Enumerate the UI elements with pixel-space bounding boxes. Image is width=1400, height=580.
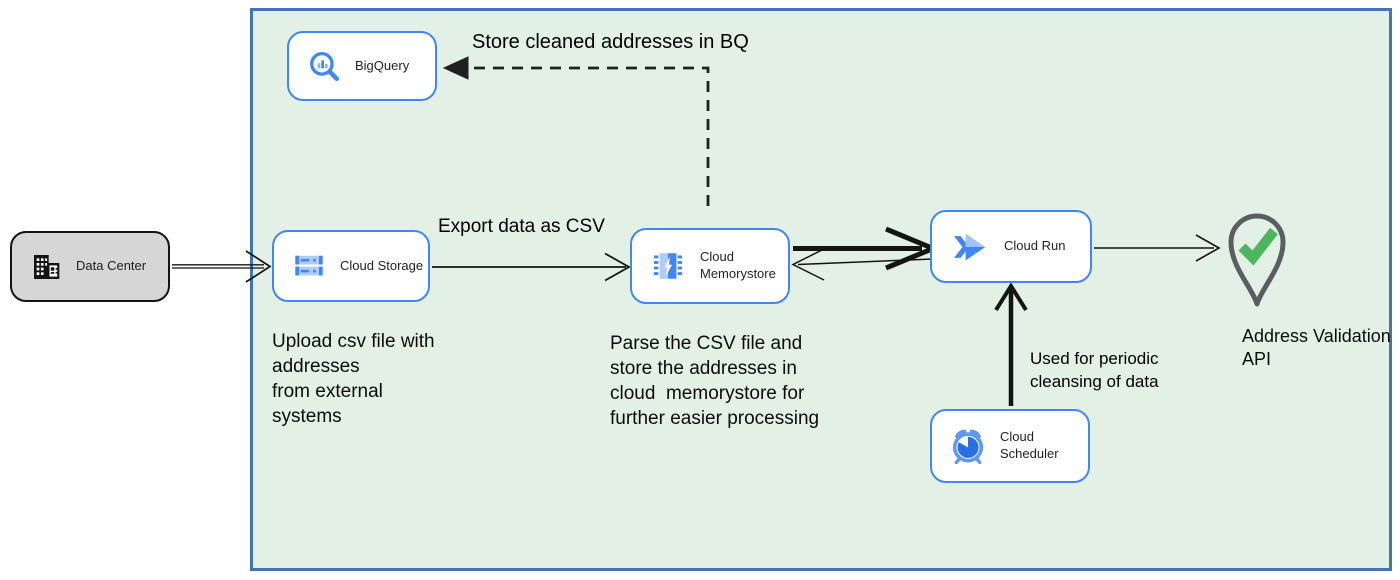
- cloud-storage-icon: [292, 251, 326, 281]
- cloud-run-icon: [950, 231, 990, 263]
- checkmark-icon: [1238, 227, 1278, 266]
- edge-label-periodic-cleansing: Used for periodic cleansing of data: [1030, 349, 1159, 391]
- node-cloud-storage[interactable]: Cloud Storage: [272, 230, 430, 302]
- address-validation-label: Address Validation API: [1242, 326, 1391, 369]
- node-label-bigquery: BigQuery: [355, 57, 410, 73]
- node-label-cloud-run: Cloud Run: [1004, 238, 1066, 254]
- node-data-center[interactable]: Data Center: [10, 231, 170, 302]
- gcp-boundary-container: [250, 8, 1392, 571]
- edge-label-export-csv: Export data as CSV: [438, 216, 605, 237]
- bigquery-icon: [307, 49, 341, 83]
- node-cloud-scheduler[interactable]: Cloud Scheduler: [930, 409, 1090, 483]
- cloud-memorystore-icon: [650, 248, 686, 284]
- node-label-cloud-scheduler: Cloud Scheduler: [1000, 429, 1059, 461]
- map-pin-icon: [1228, 213, 1286, 307]
- annotation-parse-csv: Parse the CSV file and store the address…: [610, 333, 820, 429]
- node-label-cloud-storage: Cloud Storage: [340, 257, 424, 273]
- data-center-icon: [30, 251, 62, 283]
- node-cloud-memorystore[interactable]: Cloud Memorystore: [630, 228, 790, 304]
- node-cloud-run[interactable]: Cloud Run: [930, 210, 1092, 283]
- node-label-data-center: Data Center: [76, 258, 147, 274]
- annotation-upload-csv: Upload csv file with addresses from exte…: [272, 331, 435, 427]
- node-label-cloud-memorystore: Cloud Memorystore: [700, 249, 776, 281]
- cloud-scheduler-icon: [950, 428, 986, 464]
- edge-label-store-cleaned: Store cleaned addresses in BQ: [472, 31, 749, 53]
- node-bigquery[interactable]: BigQuery: [287, 31, 437, 101]
- address-validation-pin[interactable]: [1219, 205, 1295, 313]
